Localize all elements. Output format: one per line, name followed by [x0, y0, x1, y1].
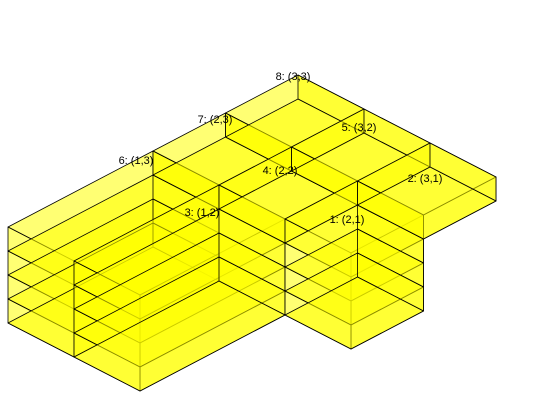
cell-label-5: 5: (3,2) — [342, 122, 377, 134]
cell-label-8: 8: (3,3) — [276, 71, 311, 83]
cell-3-bottom — [73, 280, 286, 392]
block-faces — [7, 74, 497, 392]
cell-label-1: 1: (2,1) — [330, 214, 365, 226]
cell-label-2: 2: (3,1) — [408, 173, 443, 185]
cell-label-3: 3: (1,2) — [185, 207, 220, 219]
cell-2-bottom — [357, 166, 497, 240]
cell-1-bottom — [284, 276, 424, 350]
cell-label-6: 6: (1,3) — [119, 155, 154, 167]
cell-labels: 6: (1,3) 7: (2,3) 8: (3,3) 3: (1,2) 4: (… — [119, 71, 443, 226]
cell-label-7: 7: (2,3) — [198, 114, 233, 126]
cell-label-4: 4: (2,2) — [263, 165, 298, 177]
